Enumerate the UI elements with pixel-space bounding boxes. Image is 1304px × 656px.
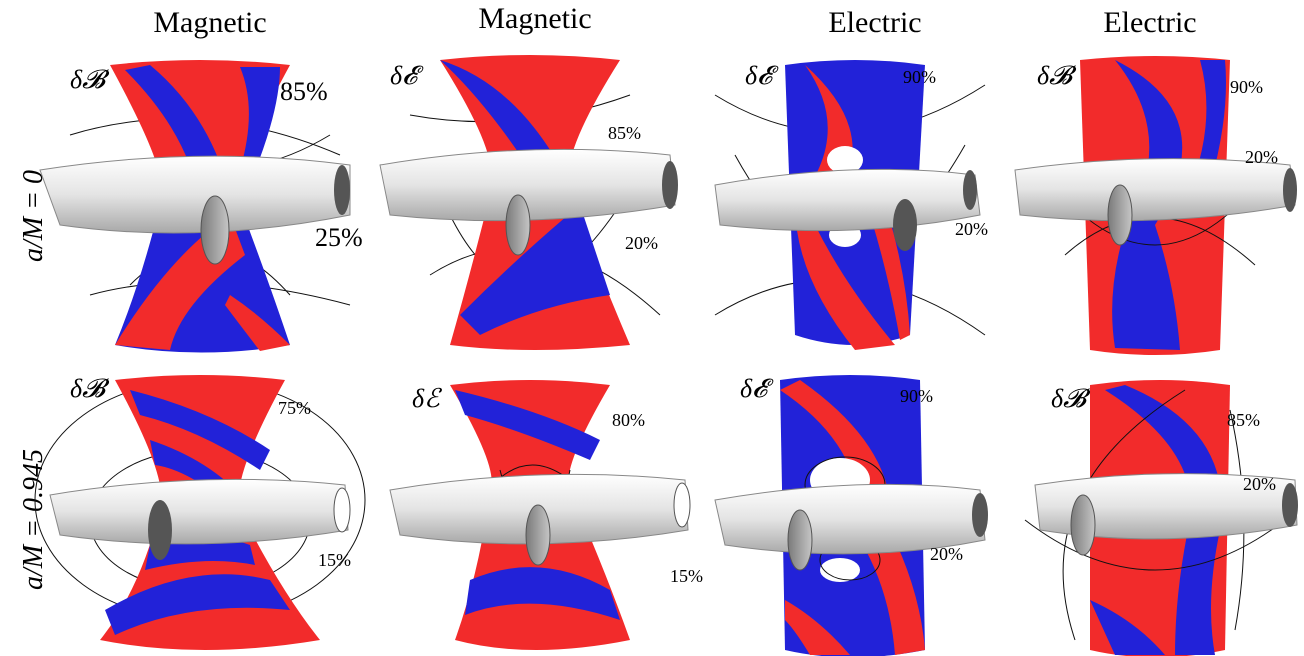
panel-r1c1: δ𝓑 85% 25%: [30, 55, 370, 355]
top-percentage-label: 85%: [1227, 410, 1260, 430]
field-label: δ𝓑: [70, 65, 106, 94]
top-percentage-label: 90%: [1230, 77, 1263, 97]
top-percentage-label: 75%: [278, 398, 311, 418]
horizon-surface-figure: [714, 375, 988, 656]
field-label: δ𝓑: [70, 374, 106, 403]
horizon-surface-figure: [1014, 56, 1297, 355]
field-label: δ𝓑: [1037, 61, 1073, 90]
top-percentage-label: 85%: [608, 123, 641, 143]
column-title-1: Magnetic: [153, 6, 267, 39]
torus-tube: [39, 155, 351, 234]
top-percentage-label: 80%: [612, 410, 645, 430]
field-label: δℰ: [412, 384, 440, 413]
bottom-percentage-label: 20%: [1243, 474, 1276, 494]
column-title-3: Electric: [828, 6, 922, 39]
bottom-percentage-label: 20%: [930, 544, 963, 564]
horizon-surface-figure: [1024, 380, 1298, 656]
bottom-percentage-label: 20%: [955, 219, 988, 239]
panel-r1c3: δ𝓔 90% 20%: [695, 55, 1005, 355]
panel-r2c2: δℰ 80% 15%: [370, 370, 703, 656]
panel-r2c3: δ𝓔 90% 20%: [700, 370, 1005, 656]
panel-r2c1: δ𝓑 75% 15%: [30, 370, 370, 656]
field-label: δ𝓔: [745, 61, 772, 90]
field-label: δ𝓑: [1051, 384, 1087, 413]
horizon-surface-figure: [389, 380, 691, 650]
panel-r1c4: δ𝓑 90% 20%: [1005, 55, 1304, 355]
top-percentage-label: 85%: [280, 77, 328, 106]
column-title-2: Magnetic: [478, 2, 592, 35]
bottom-percentage-label: 15%: [670, 566, 703, 586]
top-percentage-label: 90%: [903, 67, 936, 87]
bottom-percentage-label: 15%: [318, 550, 351, 570]
field-label: δ𝓔: [390, 61, 417, 90]
horizon-surface-figure: [34, 375, 366, 650]
bottom-percentage-label: 20%: [1245, 147, 1278, 167]
torus-cap: [200, 195, 230, 265]
bottom-percentage-label: 20%: [625, 233, 658, 253]
horizon-surface-figure: [39, 60, 351, 353]
top-percentage-label: 90%: [900, 386, 933, 406]
field-label: δ𝓔: [740, 374, 767, 403]
horizon-surface-figure: [379, 55, 678, 350]
panel-r2c4: δ𝓑 85% 20%: [1005, 370, 1304, 656]
bottom-percentage-label: 25%: [315, 223, 363, 252]
panel-r1c2: δ𝓔 85% 20%: [370, 55, 700, 355]
horizon-surface-figure: [714, 60, 986, 350]
column-title-4: Electric: [1103, 6, 1197, 39]
